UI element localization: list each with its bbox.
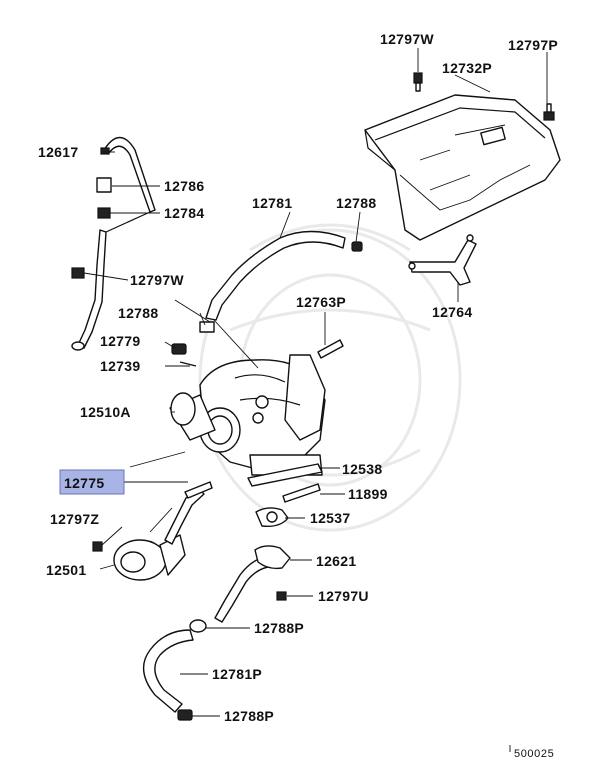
label-12501: 12501: [46, 562, 86, 578]
clip-part: [171, 343, 197, 367]
label-12781: 12781: [252, 195, 292, 211]
label-12797U: 12797U: [318, 588, 369, 604]
bolt-top-right: [543, 103, 555, 121]
label-12617: 12617: [38, 144, 78, 160]
label-12797Z: 12797Z: [50, 511, 99, 527]
wastegate-actuator: [92, 481, 213, 581]
label-11899: 11899: [348, 486, 388, 502]
part-labels: 12797W 12797P 12732P 12617 12786 12784 1…: [38, 31, 558, 760]
stud-11899: [282, 483, 321, 503]
highlight-box-12775: [59, 469, 125, 495]
heat-shield-part: [364, 94, 561, 241]
label-12739: 12739: [100, 358, 140, 374]
coolant-hose: [199, 230, 363, 333]
label-12788P-mid: 12788P: [254, 620, 304, 636]
watermark-emblem: [198, 223, 462, 532]
label-12775: 12775: [64, 475, 104, 491]
oil-return-pipe: [189, 545, 291, 633]
label-12788-top: 12788: [336, 195, 376, 211]
label-12797P: 12797P: [508, 37, 558, 53]
bolt-top-left: [413, 72, 423, 92]
label-12788-mid: 12788: [118, 305, 158, 321]
label-12797W-mid: 12797W: [130, 272, 184, 288]
gasket-12537: [255, 507, 289, 528]
label-12538: 12538: [342, 461, 382, 477]
reference-number: 500025: [514, 748, 554, 760]
label-12764: 12764: [432, 304, 472, 320]
label-12621: 12621: [316, 553, 356, 569]
label-12788P-bot: 12788P: [224, 708, 274, 724]
label-12779: 12779: [100, 333, 140, 349]
label-12786: 12786: [164, 178, 204, 194]
label-12537: 12537: [310, 510, 350, 526]
leader-lines: [83, 48, 548, 717]
label-12763P: 12763P: [296, 294, 346, 310]
coolant-hose-lower: [142, 629, 194, 721]
gasket-part: [247, 463, 323, 487]
oil-feed-pipe: [71, 136, 156, 351]
stud-part: [317, 339, 344, 359]
label-12784: 12784: [164, 205, 204, 221]
label-12797W-top: 12797W: [380, 31, 434, 47]
turbocharger-part: [169, 354, 326, 476]
label-12781P: 12781P: [212, 666, 262, 682]
bracket-part: [408, 234, 477, 286]
label-12732P: 12732P: [442, 60, 492, 76]
label-12510A: 12510A: [80, 404, 131, 420]
